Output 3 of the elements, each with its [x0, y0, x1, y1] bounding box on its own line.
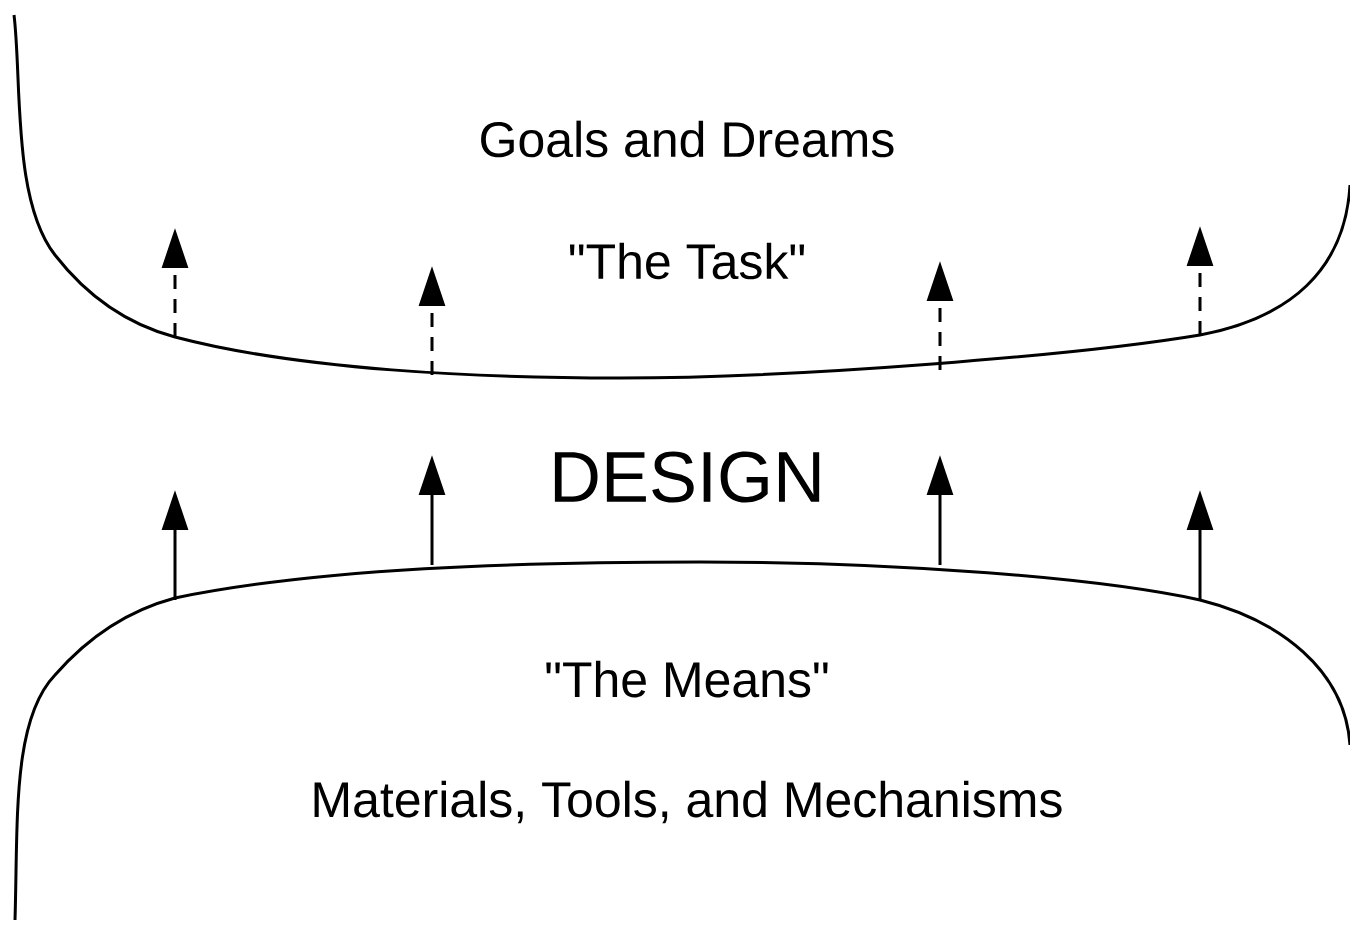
- curved-region: "The Means" Materials, Tools, and Mechanisms: [13, 560, 1350, 921]
- curved-region: Goals and Dreams "The Task": [12, 14, 1350, 380]
- heading: DESIGN: [554, 451, 820, 503]
